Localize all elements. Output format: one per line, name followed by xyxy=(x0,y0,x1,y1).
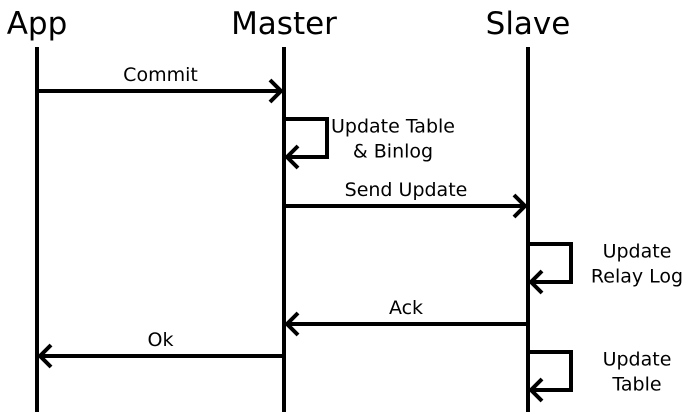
message-label-ok: Ok xyxy=(148,329,174,351)
arrow-head-icon xyxy=(284,144,300,170)
message-update-table-binlog: Update Table & Binlog xyxy=(284,116,455,170)
actor-label-app: App xyxy=(7,6,68,42)
message-label-update-table-binlog: & Binlog xyxy=(353,141,433,163)
arrow-head-icon xyxy=(512,193,528,219)
arrow-head-icon xyxy=(268,78,284,104)
message-label-update-relay-log: Relay Log xyxy=(591,266,683,288)
arrow-head-icon xyxy=(528,377,544,403)
message-label-send-update: Send Update xyxy=(345,179,468,201)
actor-labels: App Master Slave xyxy=(7,6,571,42)
message-ack: Ack xyxy=(284,297,528,337)
arrow-head-icon xyxy=(528,269,544,295)
message-label-update-relay-log: Update xyxy=(603,241,672,263)
arrow-head-icon xyxy=(37,343,53,369)
actor-label-slave: Slave xyxy=(486,6,571,42)
message-label-update-table: Update xyxy=(603,349,672,371)
actor-label-master: Master xyxy=(231,6,337,42)
self-loop-line xyxy=(528,350,573,392)
message-send-update: Send Update xyxy=(284,179,528,219)
message-label-commit: Commit xyxy=(123,64,198,86)
self-loop-line xyxy=(528,242,573,284)
message-ok: Ok xyxy=(37,329,284,369)
message-label-ack: Ack xyxy=(389,297,423,319)
self-loop-line xyxy=(284,117,329,159)
message-label-update-table-binlog: Update Table xyxy=(331,116,455,138)
message-commit: Commit xyxy=(37,64,284,104)
arrow-head-icon xyxy=(284,311,300,337)
message-label-update-table: Table xyxy=(611,374,661,396)
